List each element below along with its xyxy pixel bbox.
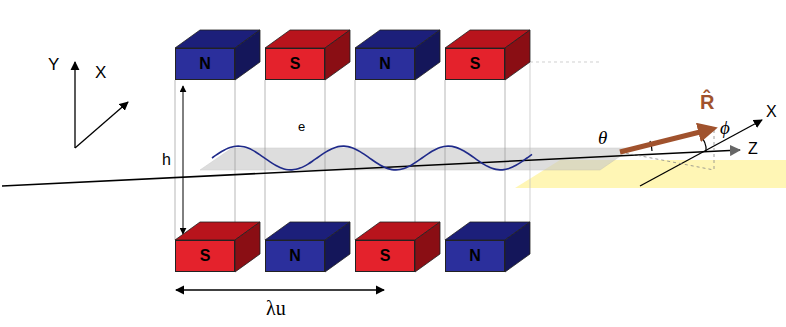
axis-label: Z	[748, 141, 758, 157]
electron-trajectory	[212, 146, 532, 170]
magnet-pole: N	[265, 240, 325, 272]
magnet-pole: N	[355, 48, 415, 80]
projection-line	[714, 130, 715, 170]
magnet-pole: S	[445, 48, 505, 80]
angle-label: ϕ	[720, 118, 730, 137]
angle-label: θ	[598, 128, 607, 147]
direction-vector	[620, 129, 712, 152]
gap-label: h	[162, 152, 171, 168]
electron-trajectory	[212, 146, 532, 170]
pole-letter: S	[290, 55, 301, 73]
magnet-side-face	[325, 30, 350, 80]
gap-arrow	[183, 86, 184, 234]
magnet-pole: N	[175, 48, 235, 80]
magnet-side-face	[415, 30, 440, 80]
electron-label: e	[298, 120, 305, 133]
pole-letter: S	[200, 247, 211, 265]
beam-axis	[2, 150, 740, 186]
magnet-pole: N	[445, 240, 505, 272]
axis-label: X	[766, 104, 777, 120]
pole-letter: N	[469, 247, 481, 265]
magnet-side-face	[505, 222, 530, 272]
period-label: λu	[266, 298, 286, 318]
pole-letter: S	[380, 247, 391, 265]
magnet-pole: S	[175, 240, 235, 272]
pole-letter: N	[199, 55, 211, 73]
pole-letter: S	[470, 55, 481, 73]
projection-line	[620, 152, 714, 170]
axis-label: Y	[48, 56, 59, 73]
guide-lines	[175, 62, 600, 240]
magnet-side-face	[235, 30, 260, 80]
phi-arc	[700, 136, 706, 151]
pole-letter: N	[379, 55, 391, 73]
magnet-pole: S	[355, 240, 415, 272]
magnet-side-face	[325, 222, 350, 272]
magnet-faces	[175, 30, 530, 272]
magnet-side-face	[415, 222, 440, 272]
period-arrow	[176, 289, 384, 290]
magnet-pole: S	[265, 48, 325, 80]
magnet-side-face	[235, 222, 260, 272]
y-axis	[74, 62, 75, 148]
vector-label: R̂	[700, 92, 714, 112]
pole-letter: N	[289, 247, 301, 265]
x-axis	[75, 102, 128, 148]
magnet-side-face	[505, 30, 530, 80]
axis-label: X	[95, 64, 106, 81]
